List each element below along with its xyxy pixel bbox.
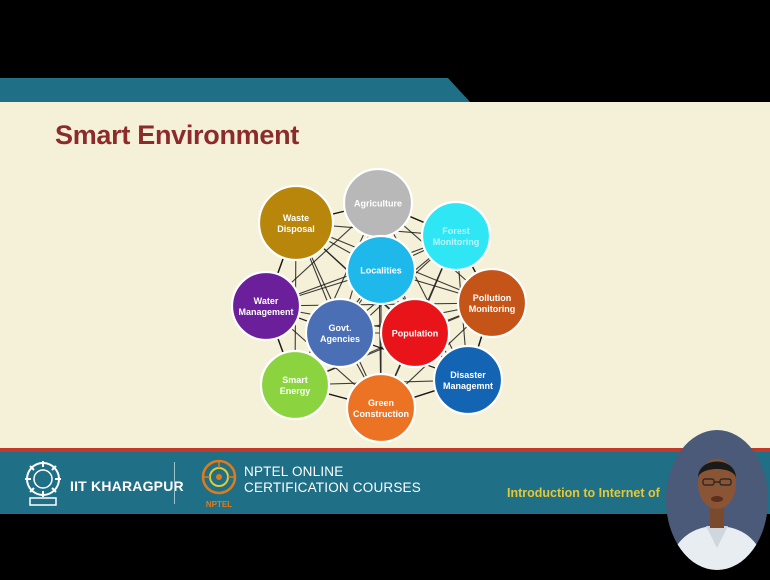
- footer-top-line: [0, 448, 770, 452]
- nptel-logo-icon: NPTEL: [201, 459, 237, 509]
- header-bar: [0, 78, 770, 102]
- node-water-label: Management: [238, 307, 293, 317]
- node-smart-energy-label: Energy: [280, 386, 311, 396]
- nptel-logo-text: NPTEL: [206, 500, 232, 509]
- diagram-nodes: AgricultureForestMonitoringPollutionMoni…: [230, 167, 528, 444]
- node-localities-label: Localities: [360, 266, 402, 276]
- course-title: Introduction to Internet of: [507, 486, 660, 500]
- node-population-label: Population: [392, 329, 439, 339]
- slide-title: Smart Environment: [55, 120, 299, 150]
- node-govt-label: Agencies: [320, 334, 360, 344]
- node-water-label: Water: [254, 296, 279, 306]
- node-green-label: Construction: [353, 409, 409, 419]
- node-pollution-label: Pollution: [473, 293, 512, 303]
- iit-kharagpur-label: IIT KHARAGPUR: [70, 478, 184, 494]
- node-smart-energy-circle: [259, 349, 331, 421]
- node-forest-label: Forest: [442, 226, 470, 236]
- node-agriculture-label: Agriculture: [354, 199, 402, 209]
- node-green-label: Green: [368, 398, 394, 408]
- node-disaster-circle: [432, 344, 504, 416]
- node-govt-circle: [304, 297, 376, 369]
- node-govt: Govt.Agencies: [304, 297, 376, 369]
- node-pollution-circle: [456, 267, 528, 339]
- footer-bar: [0, 452, 770, 514]
- node-green-circle: [345, 372, 417, 444]
- node-localities-circle: [345, 234, 417, 306]
- top-black-band: [0, 0, 770, 78]
- iit-logo-icon: [25, 461, 61, 506]
- node-population-circle: [379, 297, 451, 369]
- node-smart-energy-label: Smart: [282, 375, 308, 385]
- footer-divider: [174, 462, 175, 504]
- presenter-video-overlay: [666, 430, 768, 570]
- node-waste-label: Disposal: [277, 224, 315, 234]
- node-govt-label: Govt.: [328, 323, 351, 333]
- node-disaster-label: Disaster: [450, 370, 486, 380]
- node-water-circle: [230, 270, 302, 342]
- node-pollution-label: Monitoring: [469, 304, 516, 314]
- node-waste-circle: [257, 184, 335, 262]
- node-population: Population: [379, 297, 451, 369]
- node-forest-label: Monitoring: [433, 237, 480, 247]
- node-localities: Localities: [345, 234, 417, 306]
- node-forest-circle: [420, 200, 492, 272]
- node-disaster-label: Managemnt: [443, 381, 493, 391]
- nptel-title: NPTEL ONLINE: [244, 464, 344, 479]
- nptel-subtitle: CERTIFICATION COURSES: [244, 480, 421, 495]
- node-waste-label: Waste: [283, 213, 309, 223]
- node-agriculture: Agriculture: [342, 167, 414, 239]
- bottom-black-band: [0, 514, 770, 580]
